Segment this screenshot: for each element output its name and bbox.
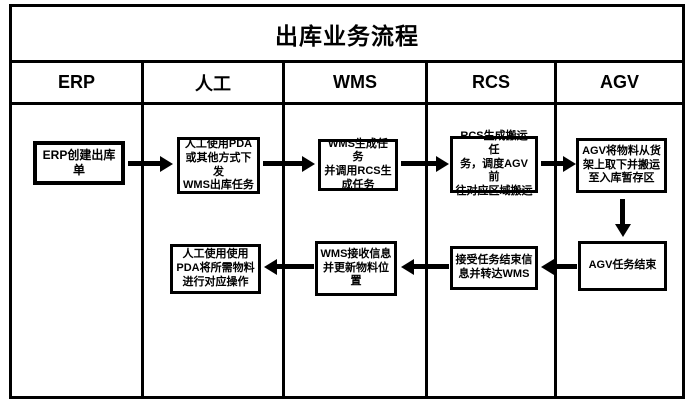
arrow-agv-carry-to-end-icon: [620, 199, 625, 224]
flowchart-frame: 出库业务流程 ERP 人工 WMS RCS AGV ERP创建出库单 人工使用P…: [9, 4, 685, 399]
arrow-rcs-to-wms-icon: [414, 264, 449, 269]
lane-divider: [141, 105, 144, 396]
arrow-wms-to-rcs-icon: [401, 161, 436, 166]
lane-header-row: ERP 人工 WMS RCS AGV: [12, 63, 682, 105]
flowchart-title: 出库业务流程: [12, 7, 682, 63]
lane-header-rcs: RCS: [428, 63, 557, 105]
arrow-rcs-to-agv-icon: [541, 161, 563, 166]
lane-divider: [554, 105, 557, 396]
arrow-wms-to-manual-icon: [277, 264, 314, 269]
lane-divider: [282, 105, 285, 396]
lane-header-wms: WMS: [285, 63, 428, 105]
flow-node-wms-generate: WMS生成任务 并调用RCS生 成任务: [318, 138, 398, 191]
arrow-erp-to-manual-icon: [128, 161, 160, 166]
flow-node-agv-carry: AGV将物料从货 架上取下并搬运 至入库暂存区: [576, 138, 667, 193]
flow-node-agv-end: AGV任务结束: [578, 241, 667, 291]
flow-node-rcs-dispatch: RCS生成搬运任 务，调度AGV前 往对应区域搬运: [450, 130, 538, 197]
lane-body: ERP创建出库单 人工使用PDA 或其他方式下发 WMS出库任务 WMS生成任务…: [12, 105, 682, 396]
flow-node-rcs-receive: 接受任务结束信 息并转达WMS: [450, 246, 538, 290]
lane-header-manual: 人工: [144, 63, 285, 105]
flow-node-manual-operate: 人工使用使用 PDA将所需物料 进行对应操作: [170, 244, 261, 294]
flow-node-erp-create: ERP创建出库单: [33, 141, 125, 185]
lane-header-erp: ERP: [12, 63, 144, 105]
arrow-manual-to-wms-icon: [263, 161, 302, 166]
flow-node-wms-update: WMS接收信息 并更新物料位 置: [315, 241, 397, 296]
arrow-agv-to-rcs-icon: [554, 264, 577, 269]
lane-header-agv: AGV: [557, 63, 682, 105]
flow-node-manual-issue: 人工使用PDA 或其他方式下发 WMS出库任务: [177, 137, 260, 194]
lane-divider: [425, 105, 428, 396]
